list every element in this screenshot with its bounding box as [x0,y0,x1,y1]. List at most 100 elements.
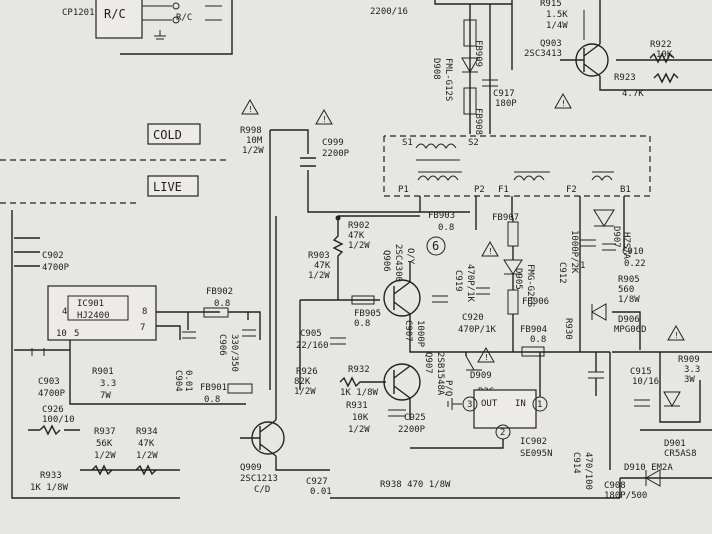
q907-wires [393,365,411,420]
d908-label: D908 [431,58,441,80]
c910-label: C910 [622,247,644,257]
q906-part: 2SC4300 [393,244,403,282]
ic902-out-label: OUT [481,399,498,409]
cp1201-label: CP1201 [62,8,95,18]
c917-label: C917 [493,89,515,99]
c903-value: 4700P [38,389,66,399]
fb907-label: FB907 [492,213,519,223]
fb907-body [507,221,519,247]
ic902-area: ! D909 R2G R931 10K 1/2W C925 2200P OUT … [346,346,553,459]
ic901-pin8: 8 [142,307,147,317]
r915-value: 1.5K [546,10,568,20]
ic902-in-label: IN [515,399,526,409]
center-drivers: R902 47K 1/2W R903 47K 1/2W FB905 0.8 C9… [294,215,610,420]
rc-pin-label: R/C [176,13,192,23]
r937-watt: 1/2W [94,451,116,461]
d908-part: FML-G12S [443,58,453,101]
c999-plates [300,157,316,167]
r937-r934-wires [80,464,180,476]
c919-plates [476,287,490,295]
d909-label: D909 [470,371,492,381]
c903-label: C903 [38,377,60,387]
r937-value: 56K [96,439,113,449]
rc-pin-2 [172,16,180,24]
svg-text:!: ! [674,331,679,340]
r902-label: R902 [348,221,370,231]
c906-value: 330/350 [229,334,239,372]
regulator-wires [579,218,712,353]
fb901-value: 0.8 [204,395,220,405]
c902-label: C902 [42,251,64,261]
fb905-body [351,295,375,305]
q909-part: 2SC1213 [240,474,278,484]
fb908-label: FB908 [473,108,483,135]
node-6-label: 6 [432,239,439,253]
d908-column: FB909 D908 FML-G12S FB908 C917 180P [431,0,517,135]
r932-body [339,376,386,388]
rc-box [95,0,143,39]
fb908-body [463,87,477,115]
q903-area: R915 1.5K 1/4W Q903 2SC3413 R922 10K R92… [524,0,712,341]
d901-label: D901 [664,439,686,449]
c904-label: C904 [173,370,183,392]
rc-wires [142,5,222,21]
f1-label: F1 [498,185,509,195]
c910-value: 0.22 [624,259,646,269]
c906-plates [242,329,256,337]
c912-label: C912 [557,262,567,284]
r905-label: R905 [618,275,640,285]
ic902-pin1: 1 [537,400,542,410]
svg-text:!: ! [322,115,327,124]
q907-rank: P/Q [443,380,453,396]
transformer-frame [383,135,651,197]
c906-label: C906 [217,334,227,356]
fb902-q909-area: FB902 0.8 C904 0.01 C906 330/350 FB901 0… [173,216,620,499]
c907-plates [432,295,448,303]
d910-wires [619,477,712,498]
c926-label: C926 [42,405,64,415]
r937-label: R937 [94,427,116,437]
q907-transistor [383,363,421,401]
c912-value: 1000P/2K [569,230,579,274]
c914-value: 470/100 [583,452,593,490]
r903-wires [299,299,380,390]
c902-value: 4700P [42,263,70,273]
ic901-pin7: 7 [140,323,145,333]
fb902-label: FB902 [206,287,233,297]
c919-label: C919 [453,270,463,292]
ic901-label: IC901 [77,299,104,309]
c925-label: C925 [404,413,426,423]
p2-label: P2 [474,185,485,195]
r938-label: R938 470 1/8W [380,480,451,490]
r915-watt: 1/4W [546,21,568,31]
c-top-value: 2200/16 [370,7,408,17]
r923-value: 4.7K [622,89,644,99]
node-6-marker [426,236,446,256]
r903-value: 47K [314,261,331,271]
ic901-block: C902 4700P IC901 HJ2400 4 8 10 5 7 C903 … [11,210,246,499]
svg-text:!: ! [561,99,566,108]
d909-symbol [465,355,482,371]
rc-pin-1 [172,2,180,10]
q906-rank: O/Y [405,248,415,265]
c904-plates [182,331,196,339]
ic902-wires [410,352,541,449]
f-winding [513,171,550,181]
r901-label: R901 [92,367,114,377]
rectifier-area: FB903 0.8 ! FB907 D905 FMG-G2CS FB906 FB… [428,211,549,357]
c903-plates [31,348,45,356]
s2-label: S2 [468,138,479,148]
c917-symbol [482,79,498,87]
r926-label: R926 [296,367,318,377]
warning-icon: ! [477,346,495,363]
c905-label: C905 [300,329,322,339]
r932-value: 1K 1/8W [340,388,379,398]
f2-label: F2 [566,185,577,195]
fb904-body [521,346,545,357]
c905-plates [330,337,346,345]
r934-watt: 1/2W [136,451,158,461]
ic902-pin3: 3 [467,400,472,410]
warning-icon: ! [241,98,259,115]
cold-box [147,123,201,145]
